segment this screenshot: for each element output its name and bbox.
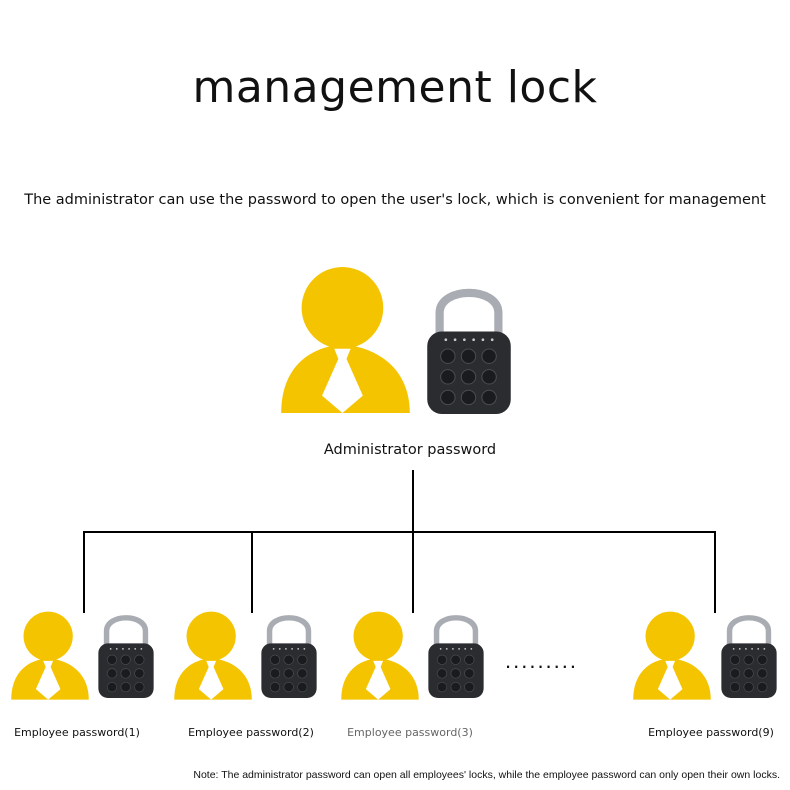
employee-3-person-icon [341, 611, 419, 700]
employee-3-padlock-icon [427, 610, 485, 700]
employee-3-label: Employee password(3) [347, 726, 473, 739]
subtitle: The administrator can use the password t… [24, 192, 766, 208]
page-title: management lock [192, 62, 598, 113]
employee-1-padlock-icon [97, 610, 155, 700]
ellipsis: ......... [505, 648, 579, 673]
employee-9-person-icon [633, 611, 711, 700]
employee-1-label: Employee password(1) [14, 726, 140, 739]
employee-2-label: Employee password(2) [188, 726, 314, 739]
employee-9-padlock-icon [720, 610, 778, 700]
employee-1-person-icon [11, 611, 89, 700]
employee-2-person-icon [174, 611, 252, 700]
footnote: Note: The administrator password can ope… [193, 769, 780, 781]
admin-password-label: Administrator password [323, 442, 497, 458]
employee-2-padlock-icon [260, 610, 318, 700]
employee-9-label: Employee password(9) [648, 726, 774, 739]
